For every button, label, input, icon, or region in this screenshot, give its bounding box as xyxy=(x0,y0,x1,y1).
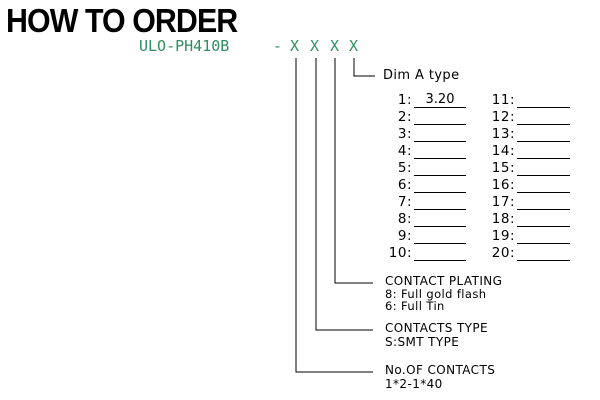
dim-row-number: 3: xyxy=(397,126,412,142)
dim-row-number: 11: xyxy=(491,92,515,108)
dim-row-value xyxy=(414,229,466,244)
contact-plating-option: 6: Full Tin xyxy=(385,299,445,313)
dim-row-number: 9: xyxy=(397,228,412,244)
dim-row-value xyxy=(414,212,466,227)
dim-row-number: 2: xyxy=(397,109,412,125)
dim-row-number: 13: xyxy=(491,126,515,142)
leader-dim-a xyxy=(353,58,375,77)
page-title: HOW TO ORDER xyxy=(6,2,238,39)
dim-row-value xyxy=(414,127,466,142)
contact-plating-option: 8: Full gold flash xyxy=(385,287,487,301)
dim-row-number: 18: xyxy=(491,211,515,227)
dim-row-value xyxy=(517,178,570,193)
no-of-contacts-option: 1*2-1*40 xyxy=(385,377,443,391)
dim-a-label: Dim A type xyxy=(383,68,460,83)
contacts-type-label: CONTACTS TYPE xyxy=(385,321,489,335)
dim-row-value xyxy=(517,229,570,244)
dim-row-number: 12: xyxy=(491,109,515,125)
contact-plating-label: CONTACT PLATING xyxy=(385,274,503,288)
dim-row-value xyxy=(517,195,570,210)
dim-row-value xyxy=(517,246,570,261)
contacts-type-option: S:SMT TYPE xyxy=(385,335,460,349)
dim-row-value xyxy=(517,127,570,142)
dim-row-value xyxy=(517,161,570,176)
dim-row-number: 7: xyxy=(397,194,412,210)
dim-row-value xyxy=(414,144,466,159)
dim-row-number: 10: xyxy=(388,245,412,261)
dim-row-value xyxy=(414,110,466,125)
dim-row-value xyxy=(414,178,466,193)
leader-contacts-type xyxy=(315,58,373,331)
dim-row-number: 17: xyxy=(491,194,515,210)
dim-row-number: 16: xyxy=(491,177,515,193)
selector-no-of-contacts: X xyxy=(290,37,300,55)
dim-row-number: 14: xyxy=(491,143,515,159)
dim-row-number: 4: xyxy=(397,143,412,159)
leader-contact-plating xyxy=(334,58,373,284)
selector-dim-a-type: X xyxy=(349,37,359,55)
dim-row-value xyxy=(414,161,466,176)
dim-row-number: 15: xyxy=(491,160,515,176)
selector-contacts-type: X xyxy=(310,37,320,55)
dim-row-value xyxy=(517,144,570,159)
dim-row-number: 20: xyxy=(491,245,515,261)
leader-no-of-contacts xyxy=(295,58,373,373)
dim-row-value xyxy=(414,246,466,261)
part-number: ULO-PH410B xyxy=(139,37,230,55)
no-of-contacts-label: No.OF CONTACTS xyxy=(385,363,496,377)
part-separator: - xyxy=(273,37,283,55)
dim-row-number: 8: xyxy=(397,211,412,227)
dim-row-number: 6: xyxy=(397,177,412,193)
dim-row-value xyxy=(517,93,570,108)
dim-row-value xyxy=(414,195,466,210)
dim-row-number: 19: xyxy=(491,228,515,244)
dim-row-value xyxy=(517,212,570,227)
selector-contact-plating: X xyxy=(330,37,340,55)
dim-row-number: 1: xyxy=(397,92,412,108)
dim-row-number: 5: xyxy=(397,160,412,176)
dim-row-value: 3.20 xyxy=(414,93,466,108)
dim-row-value xyxy=(517,110,570,125)
